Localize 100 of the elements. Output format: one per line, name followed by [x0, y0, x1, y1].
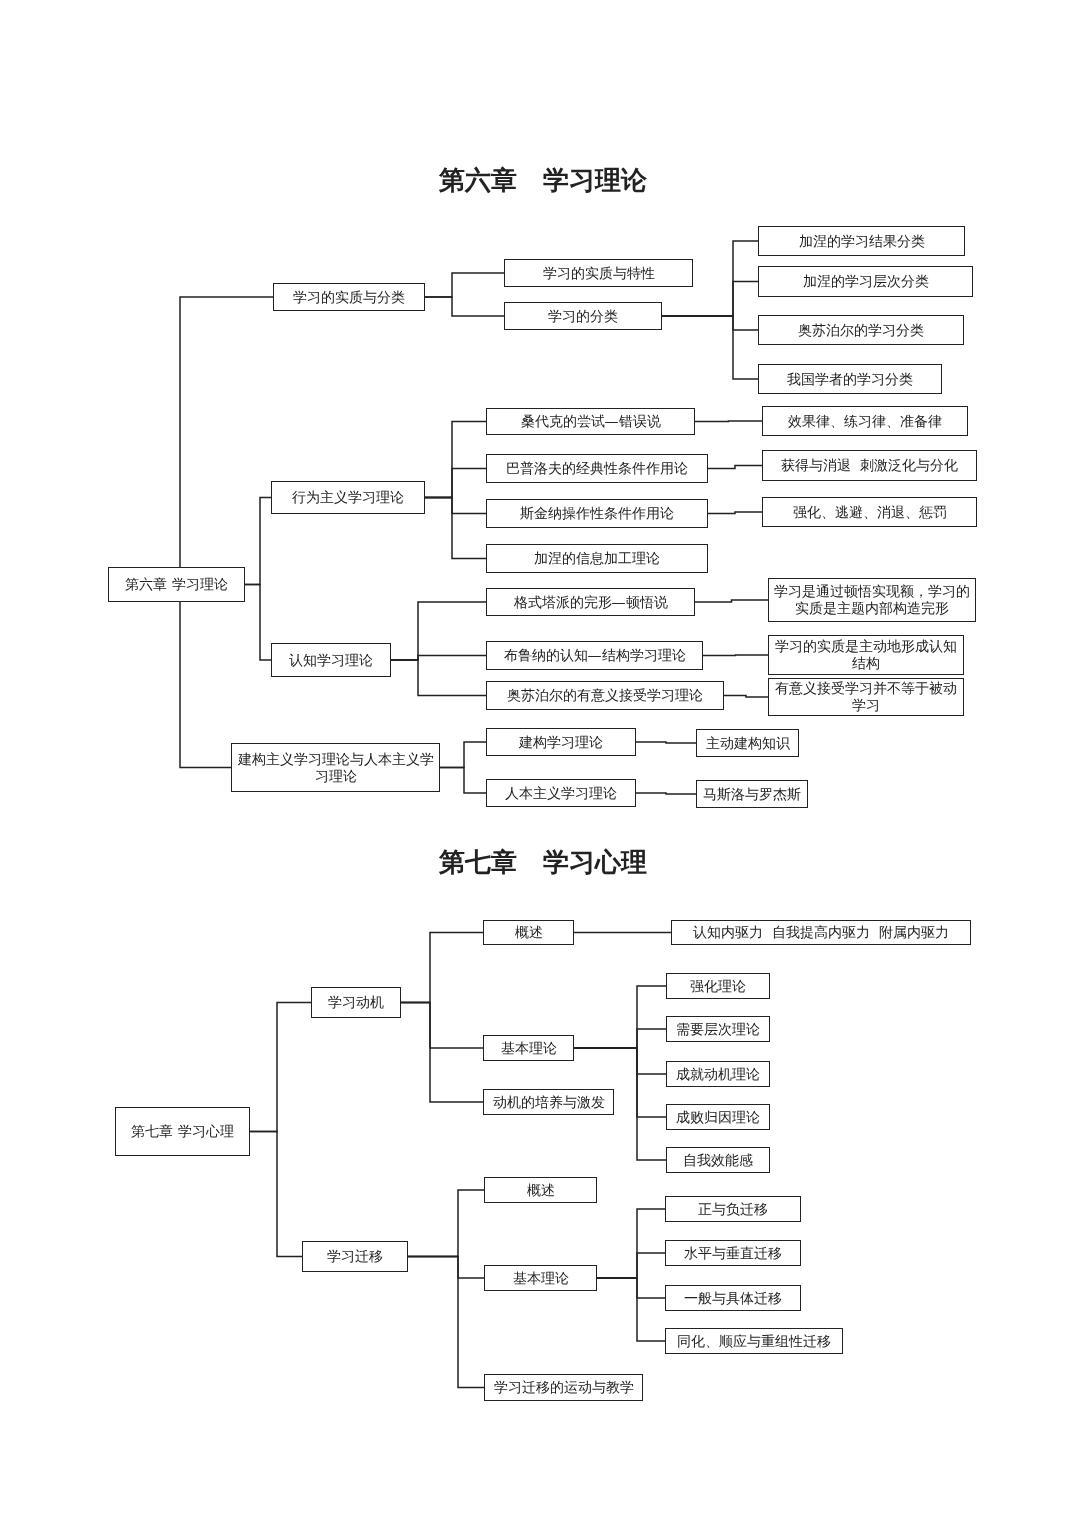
topic-box	[486, 588, 695, 616]
topic-text: 人本主义学习理论	[504, 784, 618, 802]
topic-box	[671, 920, 971, 945]
topic-box	[666, 1016, 770, 1042]
topic-box	[484, 1265, 597, 1291]
topic-box	[484, 1177, 597, 1203]
topic-text: 效果律、练习律、准备律	[787, 412, 943, 430]
topic-box	[665, 1240, 801, 1266]
topic-box	[486, 681, 724, 710]
topic-box	[762, 450, 977, 481]
topic-text: 水平与垂直迁移	[683, 1244, 783, 1262]
topic-box	[768, 678, 964, 716]
connector-line	[661, 315, 759, 380]
connector-line	[723, 694, 769, 698]
connector-line	[702, 654, 769, 657]
topic-text: 主动建构知识	[704, 734, 791, 752]
connector-line	[400, 1001, 484, 1103]
topic-text: 学习的实质与分类	[292, 288, 406, 306]
topic-text: 第六章 学习理论	[124, 576, 229, 593]
topic-text: 学习动机	[327, 994, 385, 1011]
topic-box	[486, 454, 708, 483]
topic-box	[696, 729, 799, 757]
topic-text: 学习迁移的运动与教学	[492, 1379, 635, 1396]
topic-box	[486, 408, 695, 435]
topic-text: 学习是通过顿悟实现额，学习的实质是主题内部构造完形	[773, 583, 971, 617]
topic-box	[302, 1241, 408, 1272]
topic-text: 加涅的学习层次分类	[801, 273, 930, 290]
connector-line	[244, 583, 272, 661]
connector-line	[179, 601, 232, 769]
topic-text: 建构学习理论	[518, 733, 604, 751]
connector-line	[424, 296, 505, 317]
topic-box	[231, 743, 440, 792]
topic-box	[762, 406, 968, 436]
chapter-title: 第七章 学习心理	[437, 846, 648, 879]
topic-box	[108, 567, 245, 602]
topic-text: 桑代克的尝试—错误说	[519, 413, 662, 430]
topic-text: 有意义接受学习并不等于被动学习	[774, 680, 958, 714]
topic-text: 学习迁移	[326, 1248, 384, 1265]
topic-box	[486, 499, 708, 528]
topic-text: 强化理论	[689, 977, 747, 995]
topic-box	[504, 302, 662, 330]
connector-line	[694, 599, 769, 603]
connector-line	[407, 1255, 485, 1389]
topic-box	[311, 987, 401, 1018]
topic-text: 加涅的信息加工理论	[533, 550, 661, 567]
topic-box	[486, 641, 703, 670]
connector-line	[694, 420, 763, 423]
topic-box	[484, 1374, 643, 1401]
topic-text: 基本理论	[511, 1269, 570, 1287]
topic-box	[486, 544, 708, 573]
topic-text: 学习的实质与特性	[541, 264, 656, 282]
topic-text: 我国学者的学习分类	[786, 370, 914, 388]
connector-line	[635, 741, 697, 744]
topic-box	[666, 1104, 770, 1130]
topic-box	[665, 1196, 801, 1222]
connector-line	[596, 1277, 666, 1342]
topic-text: 获得与消退 刺激泛化与分化	[780, 457, 959, 474]
topic-text: 奥苏泊尔的有意义接受学习理论	[506, 687, 704, 704]
topic-text: 巴普洛夫的经典性条件作用论	[505, 460, 689, 477]
connector-line	[439, 766, 487, 794]
topic-box	[762, 497, 977, 527]
topic-box	[666, 1147, 770, 1173]
topic-text: 马斯洛与罗杰斯	[702, 785, 802, 803]
chapter-title: 第六章 学习理论	[437, 164, 648, 197]
topic-text: 正与负迁移	[697, 1200, 769, 1218]
topic-box	[483, 920, 574, 945]
topic-text: 认知学习理论	[288, 651, 374, 669]
topic-box	[271, 481, 425, 514]
topic-text: 建构主义学习理论与人本主义学习理论	[236, 750, 435, 785]
topic-text: 斯金纳操作性条件作用论	[519, 505, 675, 522]
topic-box	[486, 728, 636, 756]
topic-box	[273, 283, 425, 311]
topic-box	[666, 973, 770, 999]
topic-text: 一般与具体迁移	[683, 1289, 783, 1307]
topic-box	[696, 780, 808, 808]
topic-text: 布鲁纳的认知—结构学习理论	[502, 647, 687, 664]
topic-text: 加涅的学习结果分类	[797, 232, 926, 250]
connector-line	[707, 511, 763, 515]
topic-text: 成败归因理论	[675, 1108, 761, 1126]
connector-line	[249, 1130, 303, 1258]
topic-box	[666, 1061, 770, 1087]
topic-box	[483, 1035, 574, 1061]
topic-box	[758, 315, 964, 345]
topic-text: 概述	[513, 924, 544, 941]
topic-box	[758, 226, 965, 256]
connector-line	[707, 464, 763, 470]
topic-box	[665, 1285, 801, 1311]
topic-text: 行为主义学习理论	[291, 489, 405, 506]
topic-text: 自我效能感	[682, 1151, 754, 1169]
topic-text: 基本理论	[499, 1039, 558, 1057]
connector-line	[635, 792, 697, 795]
topic-text: 认知内驱力 自我提高内驱力 附属内驱力	[692, 924, 950, 941]
connector-line	[424, 496, 487, 560]
topic-text: 学习的实质是主动地形成认知结构	[774, 638, 958, 672]
topic-text: 需要层次理论	[675, 1020, 761, 1038]
topic-text: 动机的培养与激发	[491, 1093, 606, 1111]
connector-line	[179, 296, 274, 568]
topic-box	[115, 1107, 250, 1156]
topic-box	[486, 779, 636, 807]
connector-line	[573, 1047, 667, 1161]
